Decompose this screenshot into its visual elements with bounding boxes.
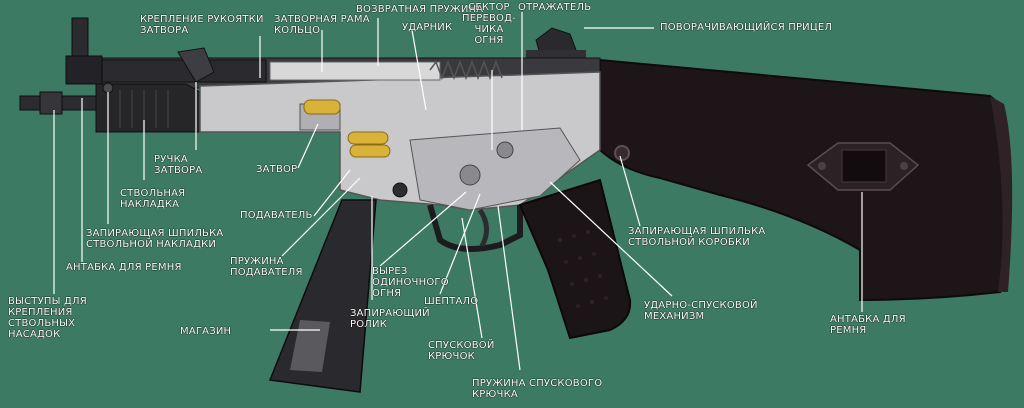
grip-texture — [558, 230, 608, 308]
trigger-housing — [409, 127, 581, 211]
selector-pivot — [496, 141, 514, 159]
label-fire-selector: СЕКТОР ПЕРЕВОД- ЧИКА ОГНЯ — [462, 2, 516, 46]
label-sear: ШЕПТАЛО — [424, 296, 479, 307]
handguard-pin — [102, 82, 114, 94]
label-sling-swivel-rear: АНТАБКА ДЛЯ РЕМНЯ — [830, 314, 906, 336]
stock-butt-plate — [990, 96, 1013, 292]
recoil-spring — [429, 59, 503, 81]
rear-sling-screw-left — [818, 162, 826, 170]
label-trigger: СПУСКОВОЙ КРЮЧОК — [428, 340, 495, 362]
bolt-carrier — [269, 61, 441, 81]
locking-roller-part — [392, 182, 408, 198]
label-trigger-mechanism: УДАРНО-СПУСКОВОЙ МЕХАНИЗМ — [644, 300, 758, 322]
label-striker: УДАРНИК — [402, 22, 453, 33]
label-bolt: ЗАТВОР — [256, 164, 298, 175]
label-trigger-spring: ПРУЖИНА СПУСКОВОГО КРЮЧКА — [472, 378, 603, 400]
label-magazine: МАГАЗИН — [180, 326, 232, 337]
rear-sling-screw-right — [900, 162, 908, 170]
trigger-pivot — [459, 164, 481, 186]
leader-lines — [53, 12, 863, 371]
label-sling-swivel-front: АНТАБКА ДЛЯ РЕМНЯ — [66, 262, 182, 273]
label-locking-roller: ЗАПИРАЮЩИЙ РОЛИК — [350, 308, 430, 330]
rear-sling-slot — [841, 149, 887, 183]
label-muzzle-lugs: ВЫСТУПЫ ДЛЯ КРЕПЛЕНИЯ СТВОЛЬНЫХ НАСАДОК — [8, 296, 87, 340]
label-feeder: ПОДАВАТЕЛЬ — [240, 210, 313, 221]
cocking-handle — [177, 47, 215, 83]
label-receiver-pin: ЗАПИРАЮЩАЯ ШПИЛЬКА СТВОЛЬНОЙ КОРОБКИ — [628, 226, 766, 248]
label-single-fire-cutout: ВЫРЕЗ ОДИНОЧНОГО ОГНЯ — [372, 266, 449, 299]
trigger-guard — [427, 204, 523, 252]
label-handguard-pin: ЗАПИРАЮЩАЯ ШПИЛЬКА СТВОЛЬНОЙ НАКЛАДКИ — [86, 228, 224, 250]
label-cocking-handle: РУЧКА ЗАТВОРА — [154, 154, 203, 176]
label-rotating-sight: ПОВОРАЧИВАЮЩИЙСЯ ПРИЦЕЛ — [660, 22, 833, 33]
label-recoil-spring: ВОЗВРАТНАЯ ПРУЖИНА — [356, 4, 484, 15]
label-feeder-spring: ПРУЖИНА ПОДАВАТЕЛЯ — [230, 256, 303, 278]
barrel-lugs — [39, 91, 63, 115]
trigger — [477, 208, 489, 248]
magazine-window — [290, 320, 330, 372]
pistol-grip — [518, 178, 632, 340]
cartridges — [303, 99, 391, 158]
cocking-tube — [95, 59, 267, 83]
stock — [599, 58, 1010, 302]
label-bolt-carrier: ЗАТВОРНАЯ РАМА КОЛЬЦО — [274, 14, 370, 36]
label-handguard: СТВОЛЬНАЯ НАКЛАДКА — [120, 188, 186, 210]
label-ejector: ОТРАЖАТЕЛЬ — [518, 2, 592, 13]
label-handle-mount: КРЕПЛЕНИЕ РУКОЯТКИ ЗАТВОРА — [140, 14, 264, 36]
front-sight-hood — [65, 55, 103, 85]
receiver-pin — [614, 145, 630, 161]
